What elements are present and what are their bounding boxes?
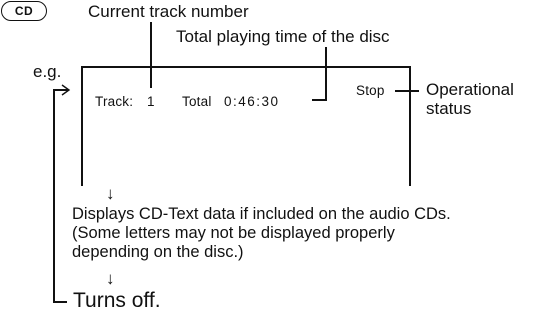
example-label: e.g. <box>33 62 62 81</box>
display-track-label: Track: <box>95 94 134 109</box>
display-track-value: 1 <box>147 94 155 109</box>
description-line: (Some letters may not be displayed prope… <box>72 224 395 242</box>
display-status: Stop <box>356 83 385 98</box>
display-frame-top <box>81 66 411 68</box>
callout-current-track: Current track number <box>88 2 249 21</box>
leader-total-time-vertical <box>325 47 327 100</box>
loop-line-bottom <box>53 301 67 303</box>
cd-badge: CD <box>1 1 47 21</box>
final-step: Turns off. <box>73 289 161 312</box>
callout-operational-status-line1: Operational <box>426 80 514 99</box>
display-frame-left <box>81 66 83 186</box>
down-arrow-icon: ↓ <box>106 269 115 288</box>
leader-current-track-visible <box>150 22 152 88</box>
cd-badge-label: CD <box>14 4 34 18</box>
display-frame-right <box>409 66 411 186</box>
description-line: depending on the disc.) <box>72 243 244 261</box>
leader-operational-status <box>395 90 419 92</box>
loop-line-top <box>53 89 68 91</box>
loop-line-vertical <box>53 89 55 302</box>
display-total-label: Total <box>182 94 212 109</box>
loop-arrowhead-icon <box>61 84 71 96</box>
description-text: Displays CD-Text data if included on the… <box>72 205 451 262</box>
leader-total-time-horizontal <box>312 99 327 101</box>
description-line: Displays CD-Text data if included on the… <box>72 205 451 223</box>
callout-operational-status-line2: status <box>426 99 472 118</box>
callout-total-time: Total playing time of the disc <box>176 27 390 46</box>
down-arrow-icon: ↓ <box>106 184 115 203</box>
display-total-value: 0:46:30 <box>224 94 280 109</box>
